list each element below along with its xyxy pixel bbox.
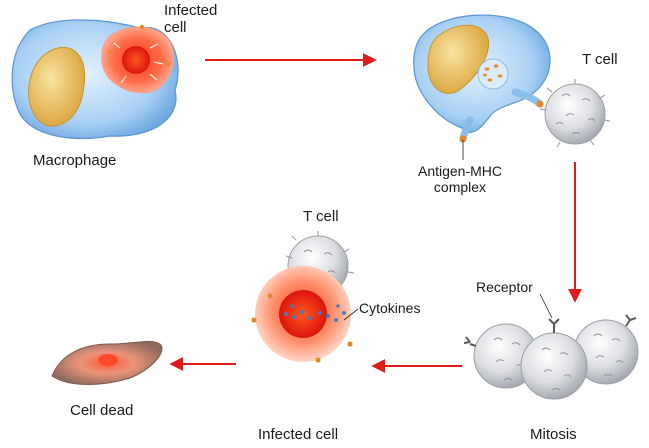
infected-cell-label-top: Infected cell — [164, 2, 217, 36]
mitosis-label: Mitosis — [530, 426, 577, 443]
infected-cell-label-line2: cell — [164, 19, 187, 36]
infected-cell-label-bottom: Infected cell — [258, 426, 339, 443]
antigen-presentation-illustration — [413, 14, 611, 148]
mitosis-illustration — [463, 293, 639, 400]
cytotoxic-attack-illustration — [251, 231, 359, 363]
t-cell-label-top: T cell — [582, 51, 618, 68]
macrophage-label: Macrophage — [33, 152, 117, 169]
macrophage-illustration — [11, 19, 179, 139]
cell-dead-label: Cell dead — [70, 402, 134, 419]
antigen-mhc-label-line2: complex — [433, 179, 487, 195]
t-cell-label-bottom: T cell — [303, 208, 339, 225]
antigen-mhc-label: Antigen-MHC complex — [404, 163, 516, 195]
receptor-label: Receptor — [476, 279, 533, 295]
antigen-mhc-label-line1: Antigen-MHC — [417, 163, 503, 179]
cytokines-label: Cytokines — [359, 300, 421, 316]
dead-cell-illustration — [51, 340, 163, 385]
infected-cell-label-line1: Infected — [164, 2, 218, 19]
